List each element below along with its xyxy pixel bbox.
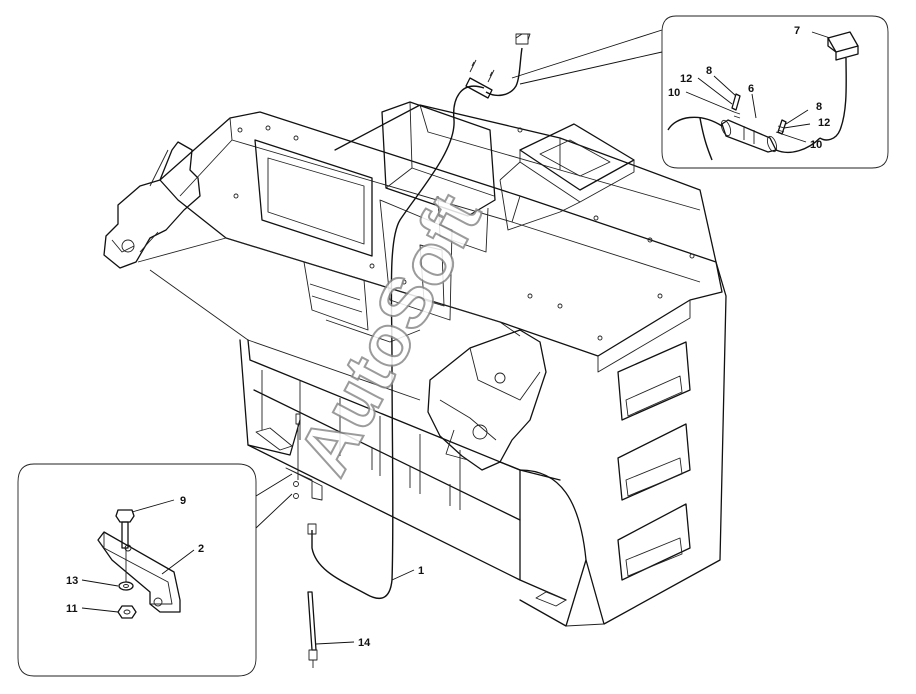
detail-bubble-bracket (17, 463, 293, 677)
callout-12-right: 12 (818, 117, 830, 129)
callout-labels: 1 2 6 7 8 8 9 10 10 11 12 12 13 14 (66, 25, 830, 649)
callout-8-right: 8 (816, 101, 822, 113)
callout-12-left: 12 (680, 73, 692, 85)
bolt-holes (233, 125, 695, 341)
main-leaders (315, 569, 415, 645)
callout-13: 13 (66, 575, 78, 587)
callout-11: 11 (66, 603, 78, 615)
callout-8-left: 8 (706, 65, 712, 77)
callout-6: 6 (748, 83, 754, 95)
small-bracket-assembly (285, 413, 323, 501)
callout-7: 7 (794, 25, 800, 37)
callout-9: 9 (180, 495, 186, 507)
machine-frame (103, 101, 727, 627)
step-group (617, 341, 691, 581)
callout-2: 2 (198, 543, 204, 555)
callout-10-right: 10 (810, 139, 822, 151)
callout-1: 1 (418, 565, 424, 577)
callout-14: 14 (358, 637, 371, 649)
detail-bubble-fuse (511, 15, 889, 169)
wiring-harness (307, 33, 531, 600)
callout-10-left: 10 (668, 87, 680, 99)
cable-tie (307, 591, 318, 668)
